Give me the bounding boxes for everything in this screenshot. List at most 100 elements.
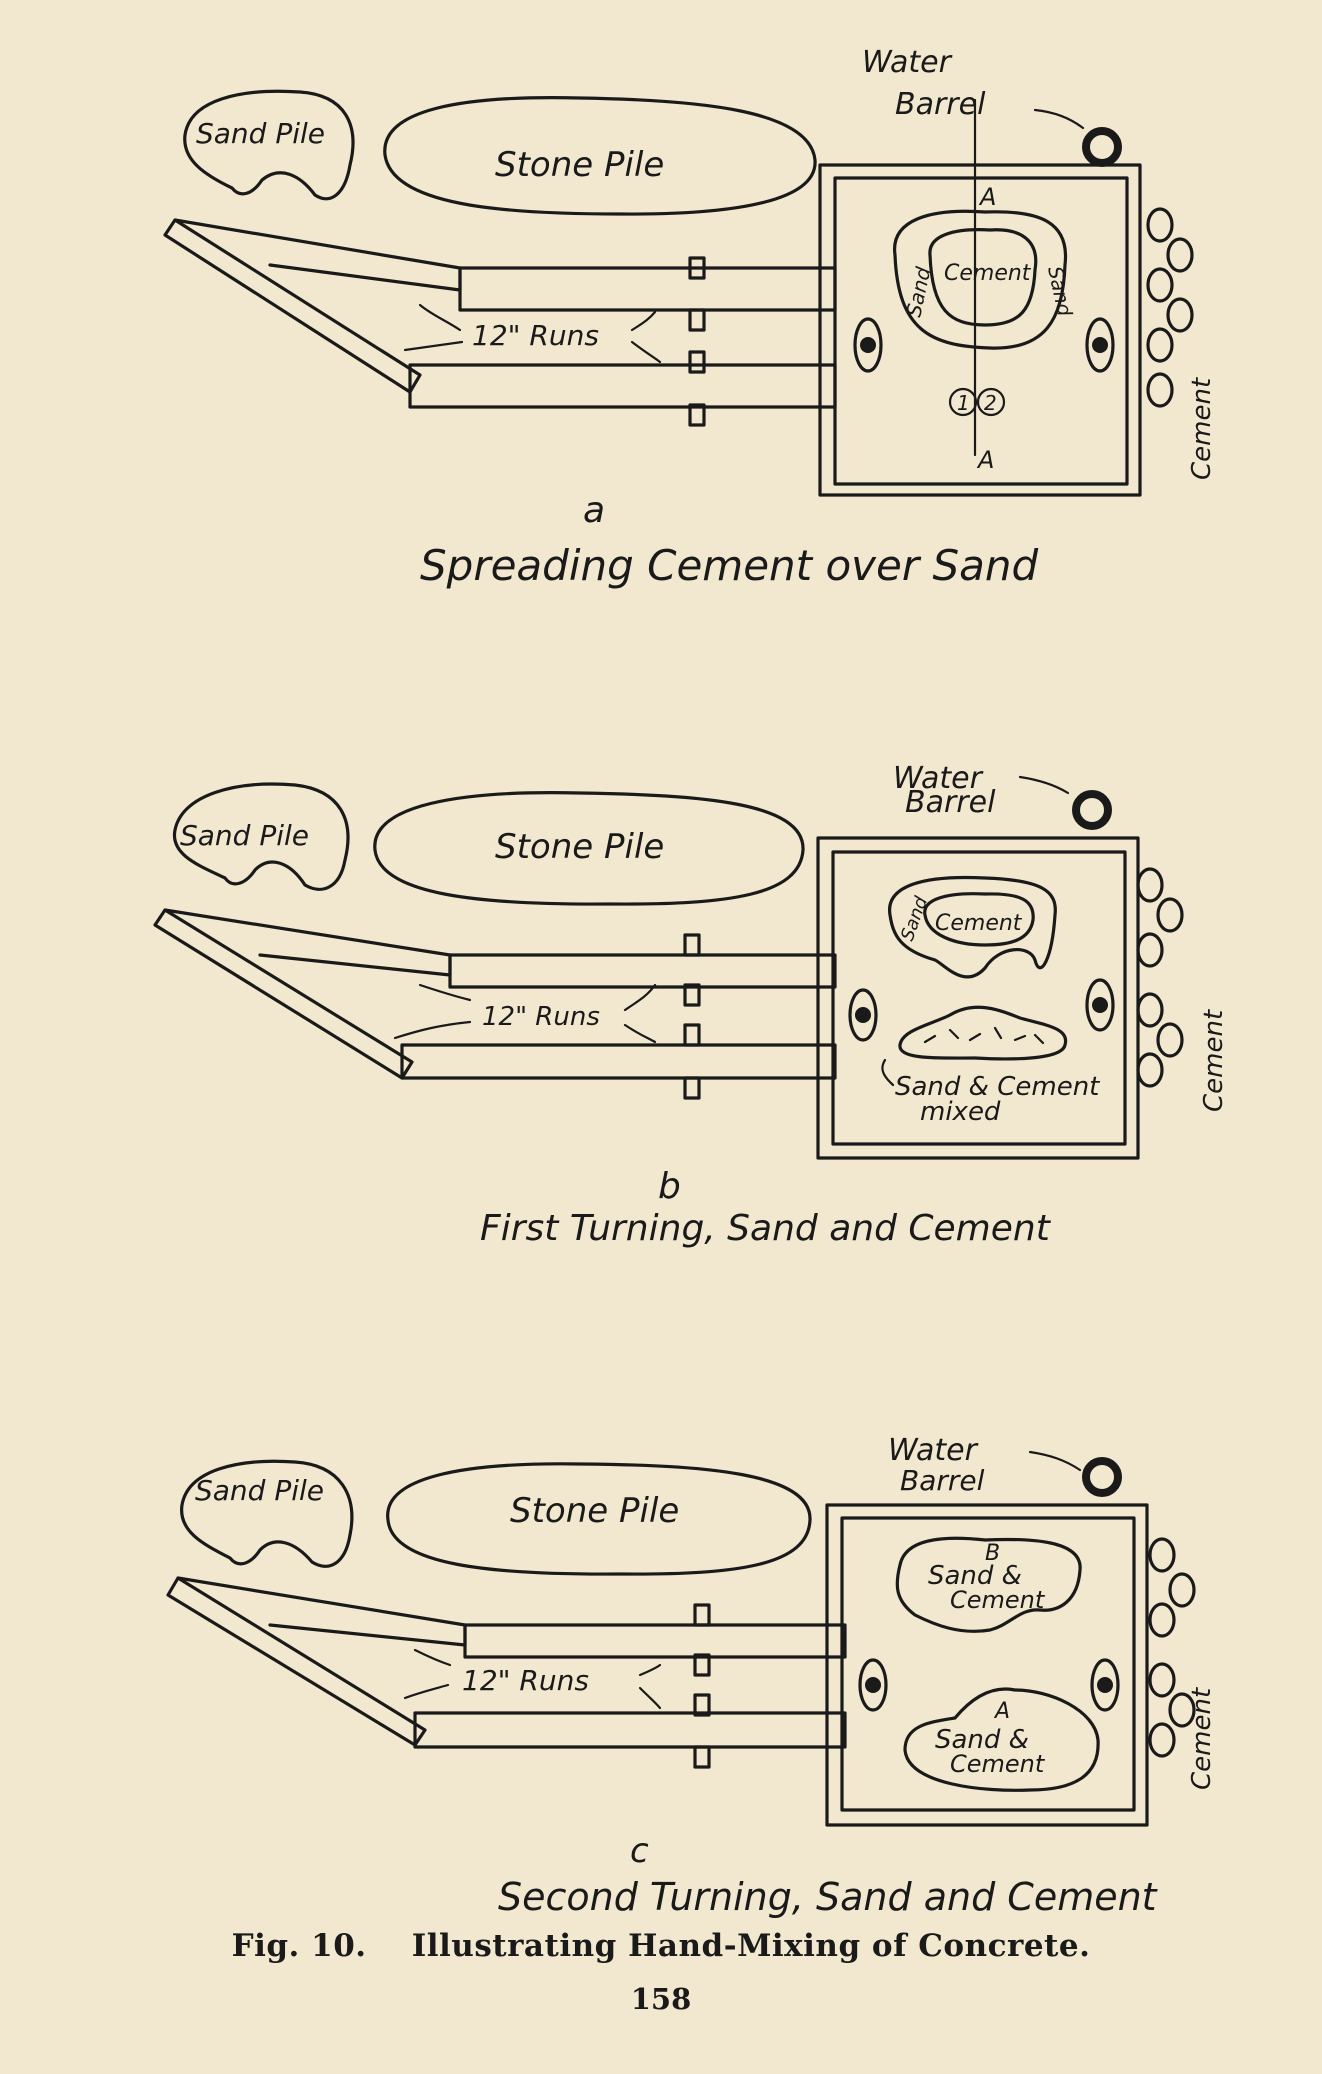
stone-pile-shape bbox=[373, 791, 805, 906]
heap-b-outline bbox=[895, 1536, 1082, 1633]
runs-arrow bbox=[630, 340, 662, 364]
sand-pile-label: Sand Pile bbox=[180, 819, 309, 852]
panel-title: First Turning, Sand and Cement bbox=[480, 1208, 1052, 1249]
runs-arrow bbox=[418, 983, 472, 1002]
runs-arrow bbox=[638, 1663, 662, 1677]
runs-arrow bbox=[393, 1020, 472, 1040]
panel-letter: c bbox=[630, 1831, 649, 1871]
panel-title: Second Turning, Sand and Cement bbox=[498, 1875, 1159, 1919]
page-number: 158 bbox=[630, 1982, 692, 2016]
runway-plank-lower bbox=[400, 1043, 837, 1080]
run-stake bbox=[688, 256, 706, 280]
barrel-arrow bbox=[1018, 775, 1070, 795]
run-stake bbox=[683, 1076, 701, 1100]
runs-arrow bbox=[413, 1648, 452, 1667]
sand-pile-label: Sand Pile bbox=[196, 117, 325, 150]
runs-label: 12" Runs bbox=[462, 1664, 589, 1697]
heap-cement-label: Cement bbox=[944, 261, 1032, 286]
barrel-label: Barrel bbox=[900, 1464, 985, 1497]
runs-arrow bbox=[403, 1683, 450, 1700]
run-stake bbox=[683, 1023, 701, 1047]
run-stake bbox=[683, 983, 701, 1007]
stone-pile-shape bbox=[383, 96, 817, 216]
worker-marker-1-label: 1 bbox=[957, 391, 970, 415]
figure-caption-text: Illustrating Hand-Mixing of Concrete. bbox=[411, 1928, 1091, 1964]
sand-heap-outline bbox=[893, 209, 1068, 350]
heap-sand-label-right: Sand bbox=[1043, 264, 1077, 319]
sand-pile-shape bbox=[183, 89, 355, 201]
panel-c: Sand Pile Stone Pile 12" Runs B Sand & C… bbox=[166, 1433, 1217, 1919]
mixing-board-outer bbox=[816, 836, 1140, 1160]
sand-heap-outline bbox=[888, 875, 1057, 979]
cement-bags-label: Cement bbox=[1187, 377, 1217, 480]
barrel-label: Barrel bbox=[905, 785, 996, 820]
worker-left-icon bbox=[848, 988, 878, 1042]
worker-right-icon bbox=[1085, 978, 1115, 1032]
stone-pile-label: Stone Pile bbox=[495, 827, 664, 867]
panel-b: Sand Pile Stone Pile 12" Runs Sand Cemen… bbox=[153, 761, 1229, 1249]
mixing-board-outer bbox=[825, 1503, 1149, 1827]
runs-arrow bbox=[623, 983, 657, 1012]
runs-arrow bbox=[418, 303, 462, 332]
stone-pile-shape bbox=[386, 1462, 812, 1576]
water-label: Water bbox=[862, 45, 953, 80]
section-label-top: A bbox=[978, 183, 996, 211]
water-barrel-icon bbox=[1072, 790, 1112, 830]
runs-arrow bbox=[638, 1686, 662, 1710]
mixed-arrow bbox=[881, 1058, 895, 1087]
run-stake bbox=[688, 308, 706, 332]
cement-heap-outline bbox=[923, 892, 1035, 947]
runway-board-diagonal bbox=[163, 218, 422, 394]
mixing-board-inner bbox=[840, 1516, 1136, 1812]
runway-plank-upper bbox=[458, 266, 837, 312]
sand-pile-label: Sand Pile bbox=[195, 1474, 324, 1507]
runs-arrow bbox=[623, 1023, 657, 1044]
runs-label: 12" Runs bbox=[472, 319, 599, 352]
mixed-label-line1: Sand & Cement bbox=[895, 1072, 1100, 1102]
heap-b-letter: B bbox=[985, 1541, 1000, 1566]
mixed-label-line2: mixed bbox=[920, 1097, 1001, 1127]
run-stake bbox=[693, 1603, 711, 1627]
run-stake bbox=[693, 1653, 711, 1677]
panel-letter: a bbox=[583, 490, 605, 531]
worker-marker-2-label: 2 bbox=[984, 391, 997, 415]
sand-pile-shape bbox=[180, 1459, 354, 1568]
runs-arrow bbox=[403, 340, 464, 352]
mixing-board-outer bbox=[818, 163, 1142, 497]
run-stake bbox=[683, 933, 701, 957]
mixing-board-inner bbox=[833, 176, 1129, 486]
heap-a-line2: Cement bbox=[950, 1750, 1046, 1778]
worker-marker-2 bbox=[976, 387, 1006, 417]
runway-plank-upper bbox=[448, 953, 837, 989]
heap-a-letter: A bbox=[993, 1699, 1010, 1724]
mixed-heap-outline bbox=[898, 1005, 1068, 1061]
runway-plank-upper bbox=[463, 1623, 847, 1659]
figure-number: Fig. 10. bbox=[231, 1928, 367, 1964]
runway-plank-lower bbox=[413, 1711, 847, 1749]
heap-a-line1: Sand & bbox=[935, 1725, 1029, 1755]
water-barrel-icon bbox=[1082, 127, 1122, 167]
water-label: Water bbox=[888, 1433, 979, 1468]
runway-board-upper bbox=[163, 908, 452, 977]
barrel-arrow bbox=[1028, 1450, 1082, 1472]
heap-a-outline bbox=[903, 1687, 1100, 1792]
barrel-arrow bbox=[1033, 108, 1085, 130]
mixing-board-inner bbox=[831, 850, 1127, 1146]
heap-cement-label: Cement bbox=[935, 911, 1023, 936]
run-stake bbox=[693, 1693, 711, 1717]
runway-board-upper bbox=[176, 1576, 467, 1647]
heap-b-line2: Cement bbox=[950, 1586, 1046, 1614]
mixed-heap-texture bbox=[923, 1026, 1045, 1045]
cement-bags-label: Cement bbox=[1199, 1009, 1229, 1112]
worker-right-icon bbox=[1085, 317, 1115, 373]
runs-label: 12" Runs bbox=[482, 1002, 600, 1032]
run-stake bbox=[688, 350, 706, 374]
panel-a: Sand Pile Stone Pile 12" Runs Sand Cemen… bbox=[163, 45, 1217, 590]
runway-board-upper bbox=[173, 218, 462, 292]
worker-marker-1 bbox=[948, 387, 978, 417]
worker-left-icon bbox=[858, 1658, 888, 1712]
sand-pile-shape bbox=[172, 782, 350, 891]
water-barrel-icon bbox=[1082, 1457, 1122, 1497]
